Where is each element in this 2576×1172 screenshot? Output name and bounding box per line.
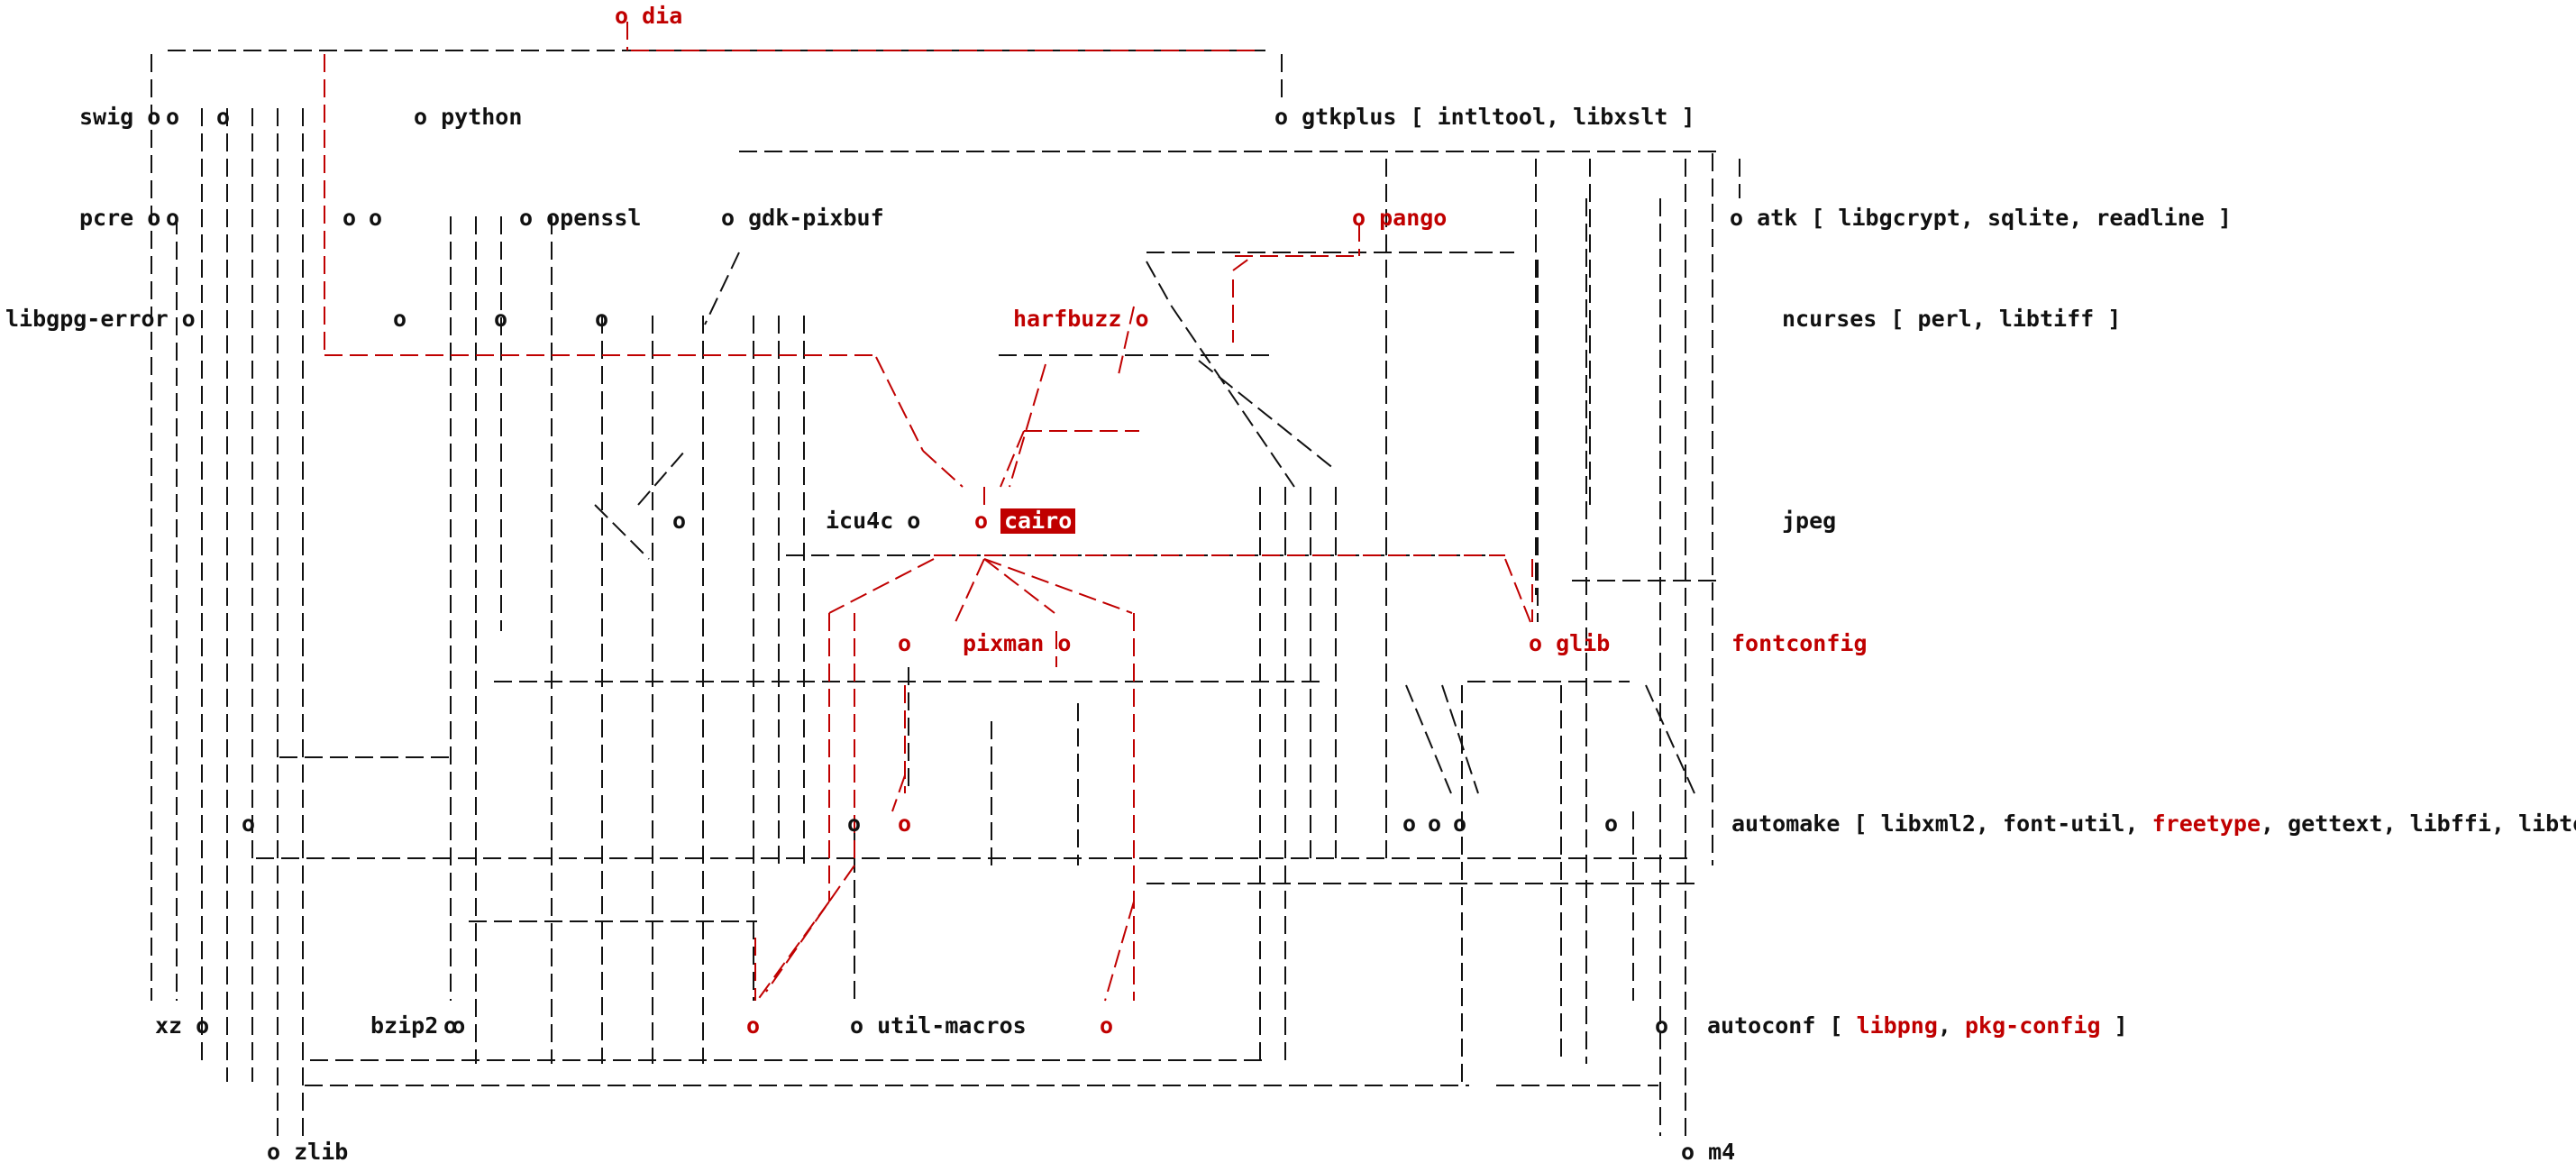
- node-bullet-f: o: [393, 306, 407, 332]
- node-bullet-l: o: [898, 630, 912, 656]
- node-bullet-t: o: [1100, 1012, 1114, 1039]
- node-gtkplus: o gtkplus [ intltool, libxslt ]: [1274, 104, 1695, 130]
- edge: [1171, 306, 1295, 488]
- node-autoconf: autoconf [ libpng, pkg-config ]: [1707, 1013, 2128, 1039]
- edge-highlight: [955, 558, 985, 623]
- node-bullet-p: o: [1453, 810, 1467, 837]
- node-autoconf-part: ]: [2100, 1012, 2128, 1039]
- node-bullet-u: o: [1655, 1012, 1669, 1039]
- node-bullet-g: o: [494, 306, 508, 332]
- edge-highlight: [1232, 255, 1254, 271]
- node-icu4c: icu4c o: [826, 508, 921, 534]
- node-bullet-s: o: [746, 1012, 761, 1039]
- node-dia: o dia: [615, 3, 683, 29]
- edge-highlight: [1009, 363, 1046, 488]
- edge-highlight: [1117, 306, 1135, 380]
- edge-highlight: [828, 558, 935, 614]
- node-bullet-i: o: [672, 508, 687, 534]
- node-bullet-r: o: [443, 1012, 458, 1039]
- node-automake-part: , gettext, libffi, libtool ]: [2261, 810, 2576, 837]
- edge-highlight: [1000, 430, 1025, 488]
- node-bullet-m: o: [898, 810, 912, 837]
- node-m4: o m4: [1681, 1139, 1736, 1165]
- node-openssl: o openssl: [519, 205, 642, 231]
- node-autoconf-part: libpng: [1856, 1012, 1938, 1039]
- node-libgpg-error: libgpg-error o: [5, 306, 196, 332]
- node-xz: xz o: [155, 1012, 210, 1039]
- node-glib: o glib: [1529, 630, 1611, 656]
- node-bzip2: bzip2 o: [370, 1012, 466, 1039]
- node-atk: o atk [ libgcrypt, sqlite, readline ]: [1730, 205, 2232, 231]
- node-bullet-q: o: [1604, 810, 1619, 837]
- edge: [594, 504, 650, 560]
- node-autoconf-part: pkg-config: [1965, 1012, 2101, 1039]
- edge: [637, 450, 686, 506]
- edge-highlight: [891, 774, 906, 812]
- node-zlib: o zlib: [267, 1139, 349, 1165]
- node-automake-part: automake [ libxml2, font-util,: [1731, 810, 2152, 837]
- node-bullet-c: o: [166, 205, 180, 231]
- node-bullet-e: o: [369, 205, 383, 231]
- node-util-macros: o util-macros: [850, 1012, 1027, 1039]
- node-harfbuzz: harfbuzz o: [1013, 306, 1149, 332]
- edge: [1198, 360, 1335, 470]
- node-bullet-o: o: [1428, 810, 1442, 837]
- edge: [1146, 261, 1173, 307]
- node-cairo: cairo: [1000, 508, 1076, 534]
- node-bullet-b: o: [216, 104, 231, 130]
- node-bullet-j: o: [242, 810, 256, 837]
- node-autoconf-part: autoconf [: [1707, 1012, 1857, 1039]
- node-bullet-a: o: [166, 104, 180, 130]
- node-pixman: pixman o: [963, 630, 1072, 656]
- node-bullet-h: o: [595, 306, 609, 332]
- edge-highlight: [1504, 558, 1531, 623]
- node-automake-part: freetype: [2151, 810, 2261, 837]
- node-bullet-k: o: [847, 810, 862, 837]
- node-python: o python: [414, 104, 523, 130]
- node-bullet-n: o: [1402, 810, 1417, 837]
- node-jpeg: jpeg: [1782, 508, 1837, 534]
- edge-highlight: [875, 356, 924, 452]
- edge: [1645, 684, 1695, 794]
- edge: [1405, 684, 1452, 794]
- node-pcre: pcre o: [79, 205, 161, 231]
- edge-highlight: [983, 558, 1055, 614]
- edge: [704, 252, 740, 325]
- node-cairo-bullet: o: [974, 508, 989, 534]
- node-bullet-d: o: [343, 205, 357, 231]
- node-autoconf-part: ,: [1937, 1012, 1965, 1039]
- node-fontconfig: fontconfig: [1731, 630, 1868, 656]
- node-pango: o pango: [1352, 205, 1448, 231]
- node-automake: automake [ libxml2, font-util, freetype,…: [1731, 811, 2576, 837]
- edge-highlight: [765, 865, 855, 993]
- node-swig: swig o: [79, 104, 161, 130]
- edge-highlight: [1104, 901, 1135, 1002]
- node-ncurses: ncurses [ perl, libtiff ]: [1782, 306, 2122, 332]
- node-gdk-pixbuf: o gdk-pixbuf: [721, 205, 884, 231]
- edge-highlight: [983, 558, 1133, 614]
- edge: [1441, 684, 1479, 794]
- edge-highlight: [922, 450, 964, 488]
- edge-highlight: [756, 901, 830, 1002]
